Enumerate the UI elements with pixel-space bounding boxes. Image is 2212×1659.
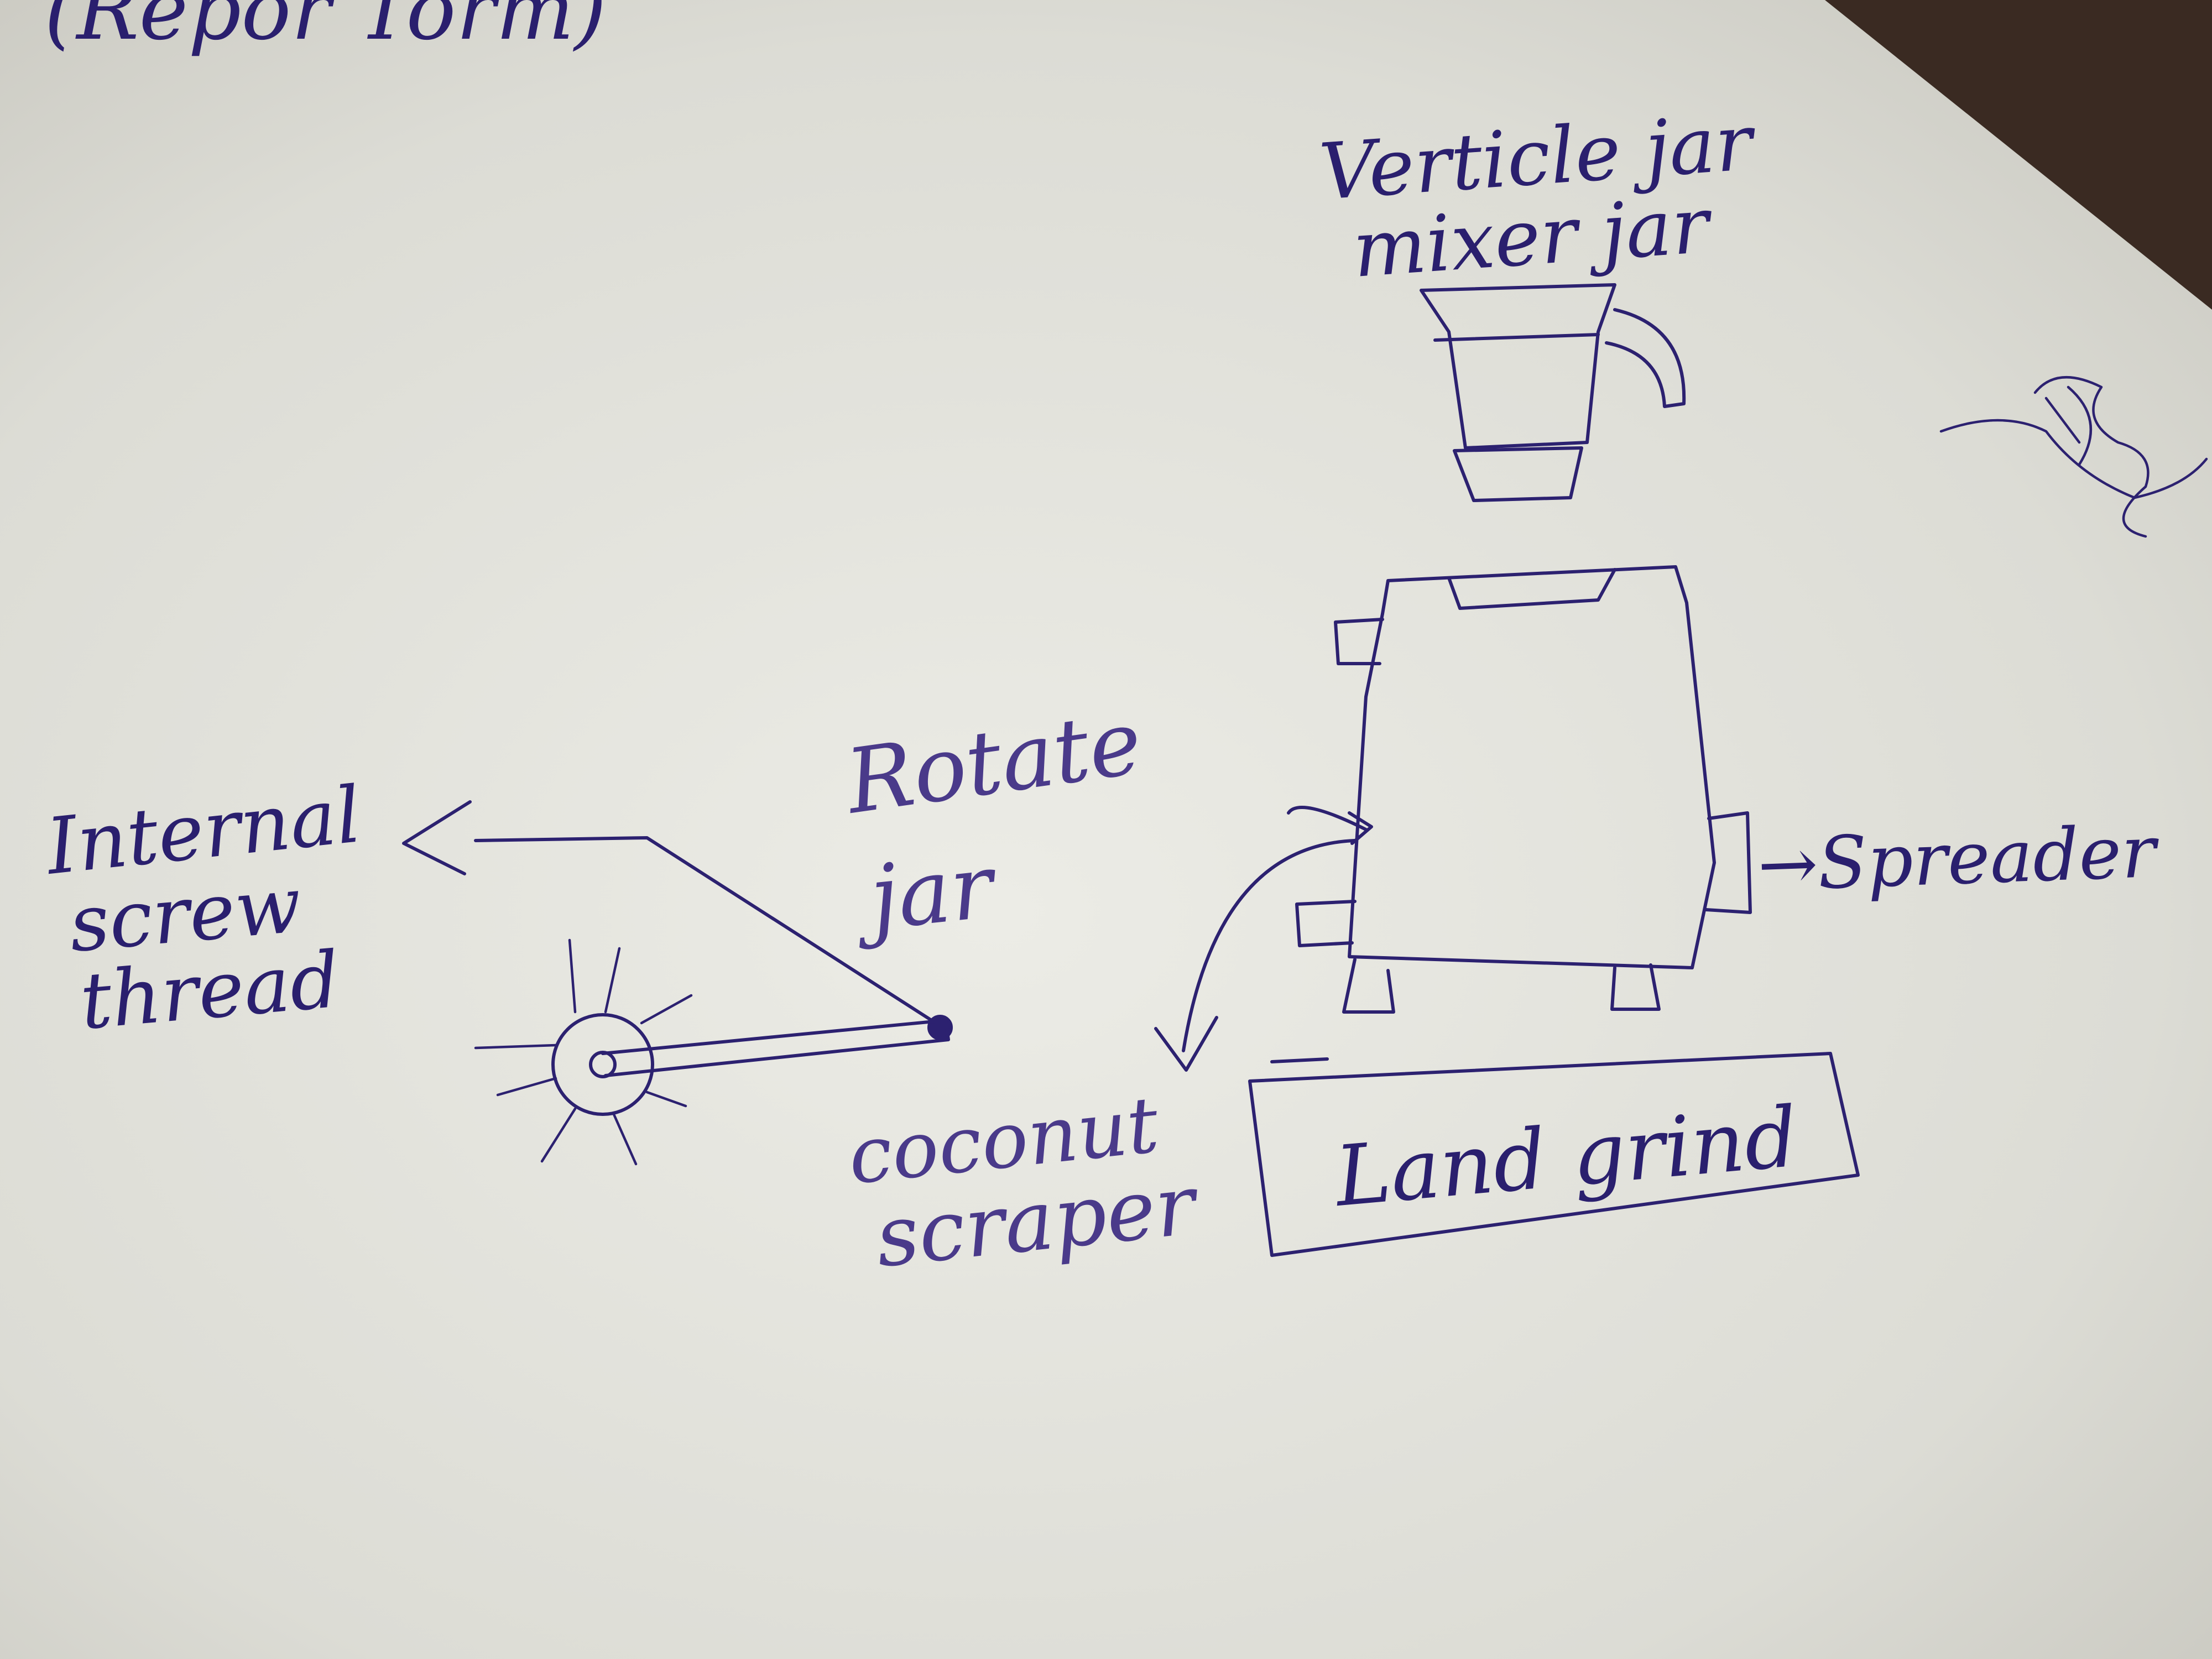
vertical-jar-label: Verticle jar mixer jar xyxy=(1317,97,1759,295)
rotate-jar-label-line2: jar xyxy=(849,834,1003,952)
land-grind-box xyxy=(1248,1052,1860,1257)
machine-body-drawing xyxy=(1154,565,1752,1072)
signature-scribble xyxy=(1939,376,2208,538)
coconut-scraper-drawing xyxy=(402,800,953,1166)
coconut-scraper-label: coconut scraper xyxy=(844,1080,1204,1286)
top-partial-label: (Repor Torm) xyxy=(44,0,607,59)
mixer-jar-drawing xyxy=(1420,283,1686,502)
internal-label-line3: thread xyxy=(77,935,343,1047)
spreader-label: →Spreader xyxy=(1756,810,2161,907)
internal-label-line2: screw xyxy=(66,860,305,970)
